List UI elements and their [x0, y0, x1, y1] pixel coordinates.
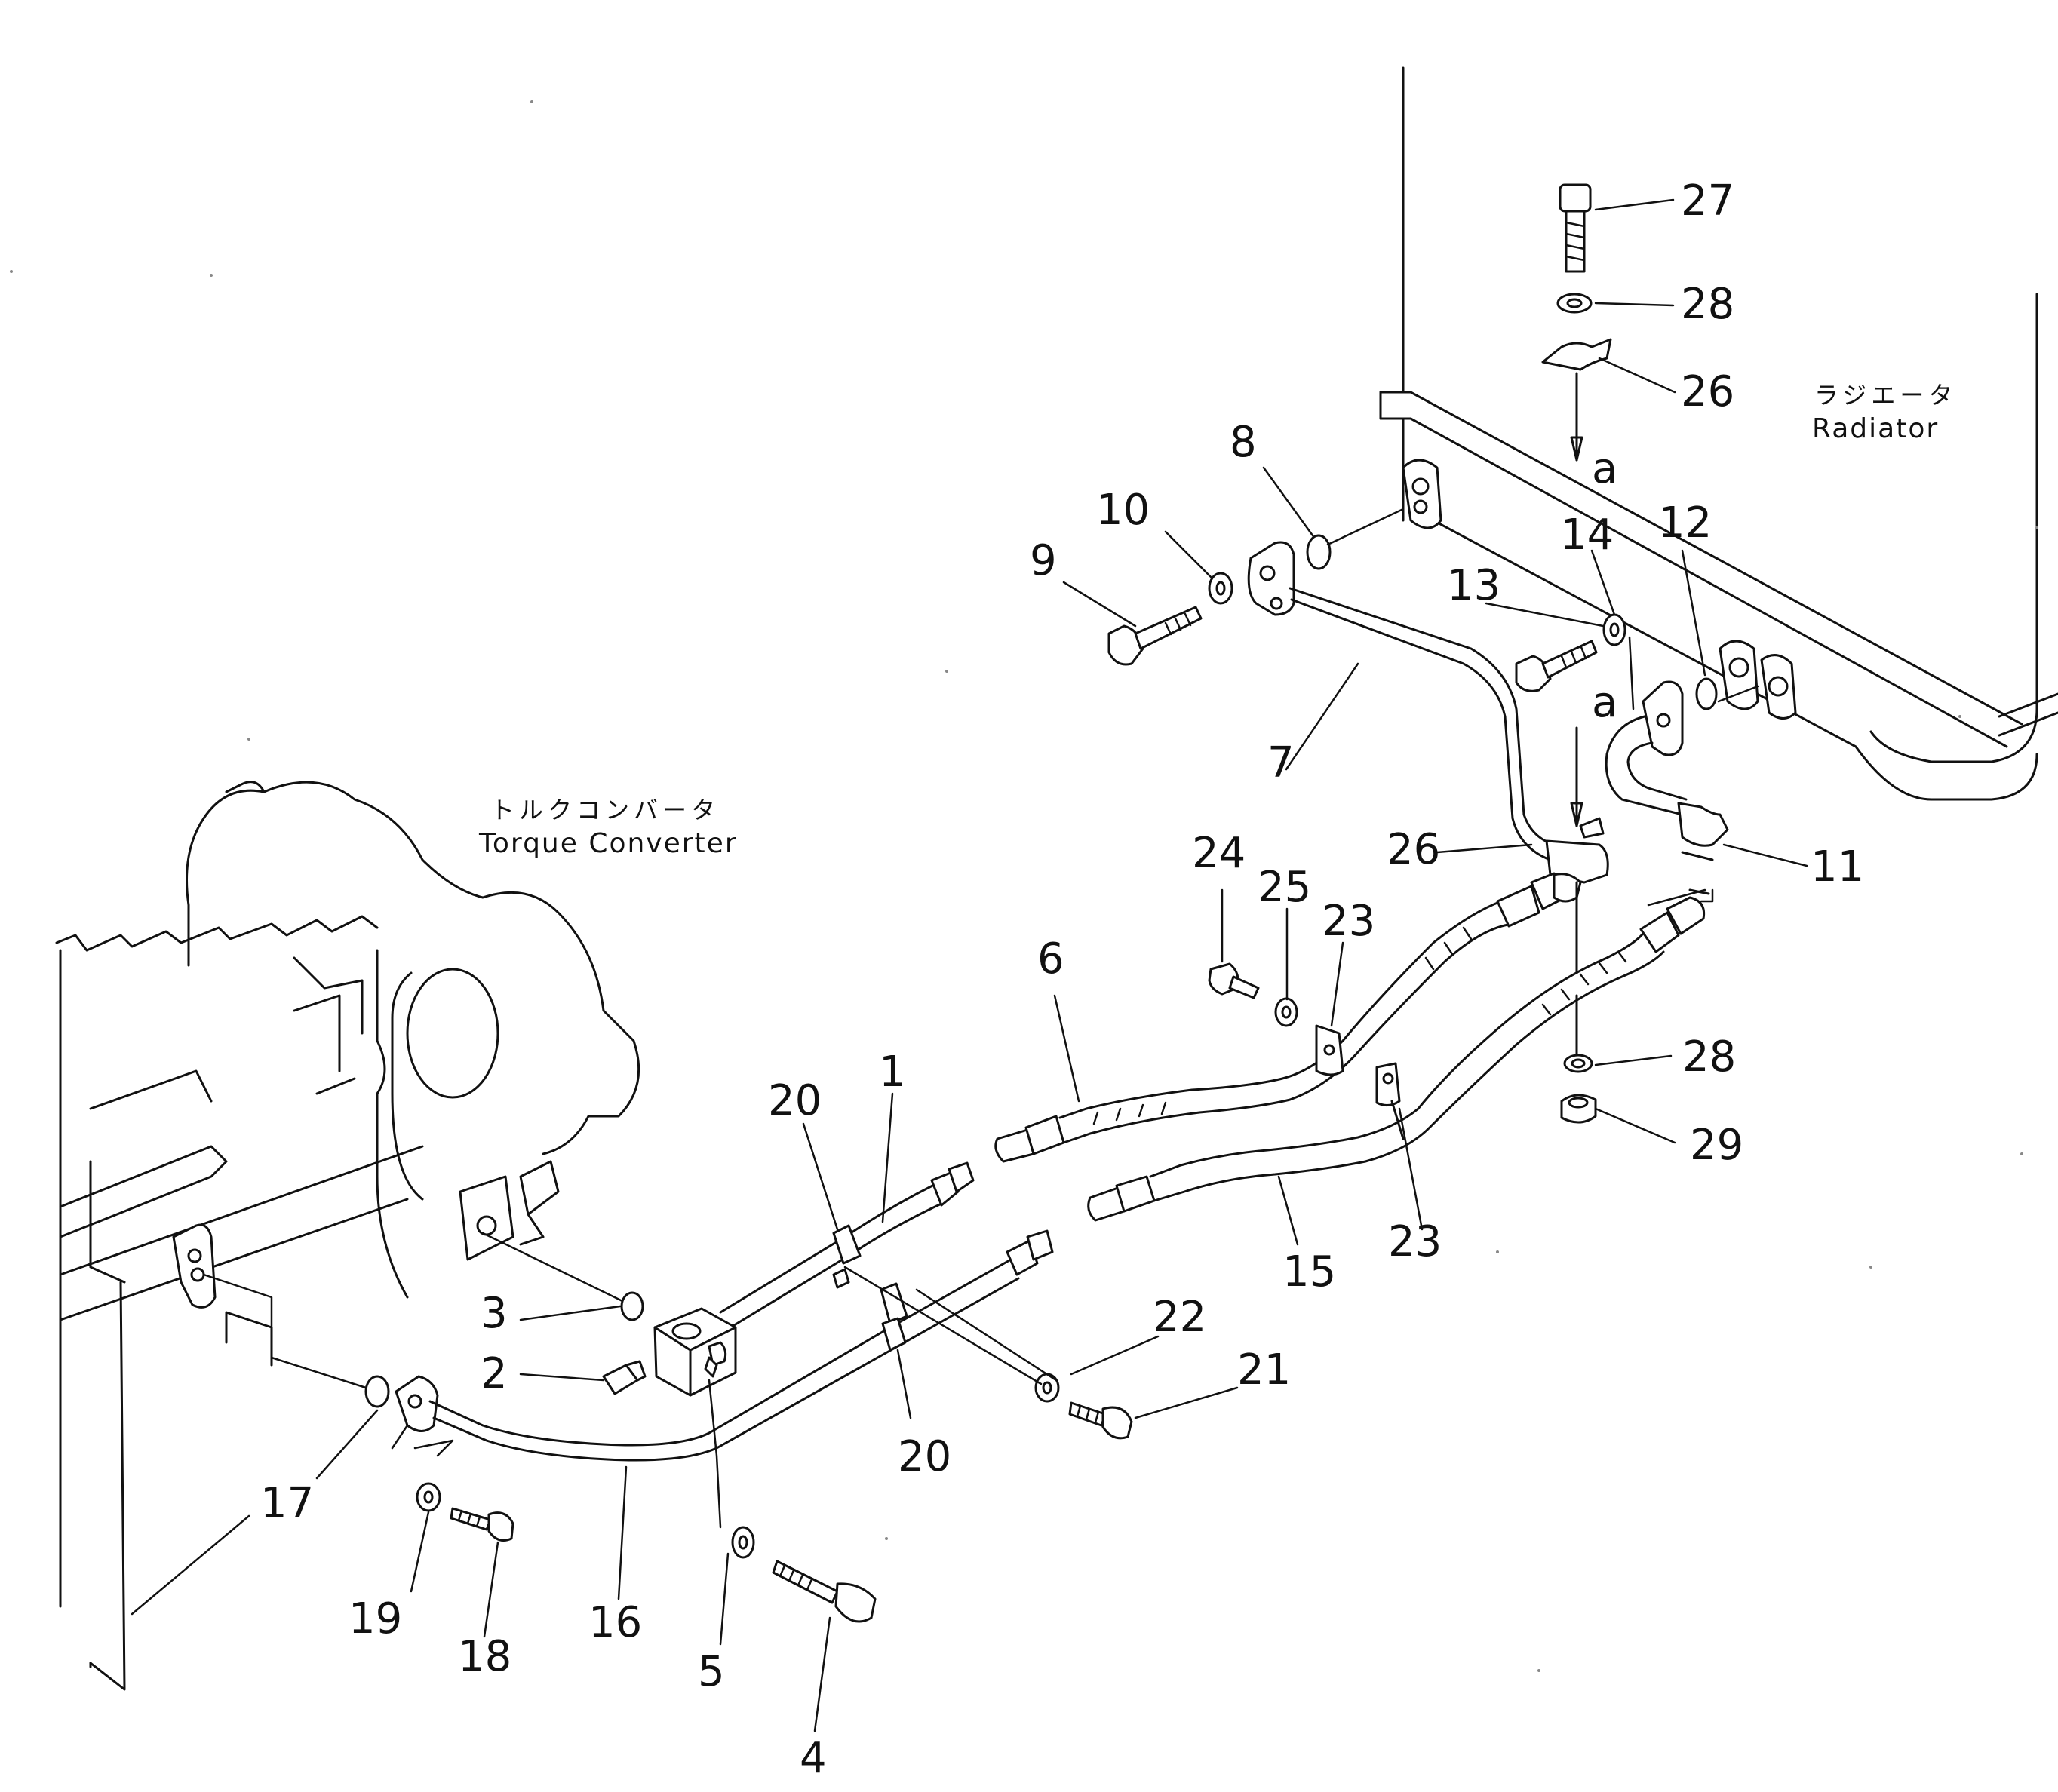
- o-ring-17: [364, 1375, 390, 1408]
- bolt-21: [1068, 1401, 1133, 1440]
- callout-20-lower: 20: [898, 1432, 951, 1481]
- pipe-7: [1247, 541, 1609, 884]
- callout-9: 9: [1030, 536, 1057, 585]
- washer-28-top: [1556, 293, 1593, 314]
- tube-16: [395, 1229, 1054, 1462]
- o-ring-3: [620, 1291, 644, 1321]
- callout-22: 22: [1153, 1293, 1206, 1342]
- bolt-27: [1559, 183, 1592, 273]
- callout-17: 17: [260, 1479, 314, 1528]
- callout-8: 8: [1230, 418, 1257, 467]
- callout-25: 25: [1258, 863, 1311, 912]
- callout-7: 7: [1267, 738, 1295, 787]
- washer-10: [1208, 572, 1233, 605]
- callout-1: 1: [879, 1048, 906, 1097]
- washer-19: [416, 1482, 441, 1512]
- clamp-20-lower: [880, 1282, 908, 1352]
- radiator-label-en: Radiator: [1812, 413, 1939, 444]
- callout-19: 19: [349, 1594, 402, 1643]
- washer-22: [1034, 1373, 1060, 1403]
- valve-block: [653, 1307, 737, 1397]
- o-ring-8: [1306, 534, 1332, 570]
- callout-16: 16: [588, 1598, 642, 1647]
- callout-27: 27: [1681, 176, 1734, 226]
- callout-2: 2: [481, 1349, 508, 1398]
- callout-10: 10: [1096, 486, 1150, 535]
- hose-6: [994, 872, 1568, 1163]
- bolt-18: [450, 1507, 514, 1542]
- callout-21: 21: [1237, 1346, 1291, 1395]
- callout-3: 3: [481, 1289, 508, 1338]
- torque-converter: トルクコンバータ Torque Converter: [55, 781, 738, 1691]
- callout-6: 6: [1037, 934, 1064, 983]
- nut-29: [1560, 1094, 1597, 1124]
- clamp-26-top: [1541, 338, 1612, 371]
- callout-28-top: 28: [1681, 280, 1734, 329]
- bolt-13: [1515, 640, 1598, 692]
- radiator: ラジエータ Radiator: [1379, 66, 2058, 801]
- washer-5: [731, 1526, 755, 1559]
- detail-a-top: a: [1592, 444, 1617, 493]
- callout-26-top: 26: [1681, 367, 1734, 416]
- scan-specks: [10, 100, 2038, 1672]
- callout-28-lower: 28: [1682, 1033, 1736, 1082]
- bolt-4: [772, 1560, 877, 1623]
- callout-29: 29: [1690, 1121, 1743, 1170]
- clamp-23-upper: [1315, 1024, 1344, 1076]
- washer-28-lower: [1563, 1054, 1593, 1073]
- clamp-23-lower: [1375, 1062, 1405, 1140]
- clamp-20-upper: [832, 1224, 862, 1289]
- callout-18: 18: [458, 1632, 511, 1681]
- callout-23-upper: 23: [1322, 897, 1375, 946]
- callout-14: 14: [1560, 511, 1614, 560]
- hose-15: [1087, 896, 1706, 1222]
- bolt-24: [1208, 962, 1260, 999]
- bolt-9: [1107, 606, 1203, 666]
- callout-26-mid: 26: [1387, 825, 1440, 874]
- callout-23-lower: 23: [1388, 1217, 1442, 1266]
- callout-12: 12: [1658, 499, 1712, 548]
- callout-13: 13: [1447, 561, 1500, 610]
- callouts: 27 28 26 8 10 9 14 12 13 7 11 24 25 26 2…: [260, 176, 1864, 1783]
- detail-a-mid: a: [1592, 678, 1617, 727]
- callout-11: 11: [1811, 842, 1864, 891]
- callout-20-upper: 20: [768, 1076, 822, 1125]
- pipe-11: [1605, 636, 1729, 847]
- fitting-2: [602, 1360, 647, 1395]
- callout-24: 24: [1192, 829, 1246, 878]
- callout-4: 4: [800, 1734, 827, 1783]
- radiator-label-jp: ラジエータ: [1814, 381, 1957, 410]
- torque-converter-label-en: Torque Converter: [478, 828, 738, 859]
- washer-14: [1602, 613, 1626, 646]
- callout-15: 15: [1282, 1247, 1336, 1296]
- callout-5: 5: [698, 1647, 725, 1696]
- leader-lines: [131, 198, 1808, 1732]
- o-ring-12: [1695, 677, 1718, 710]
- torque-converter-label-jp: トルクコンバータ: [490, 796, 720, 824]
- washer-25: [1274, 997, 1298, 1027]
